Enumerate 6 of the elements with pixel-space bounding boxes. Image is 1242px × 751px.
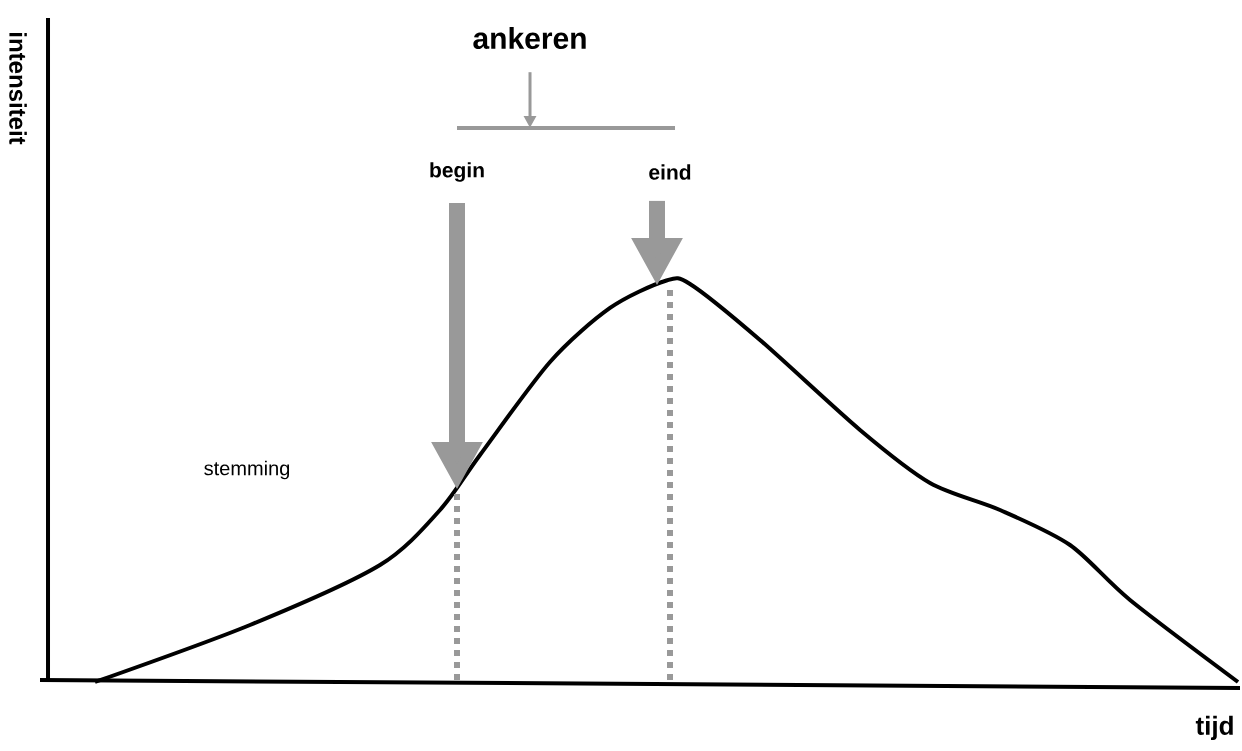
- axis-label: intensiteit: [9, 33, 27, 145]
- text-label: begin: [430, 162, 484, 182]
- text-label: ankeren: [473, 26, 586, 49]
- axis-label: tijd: [1195, 715, 1233, 741]
- text-label: eind: [649, 164, 691, 180]
- axis-label: stemming: [204, 460, 290, 480]
